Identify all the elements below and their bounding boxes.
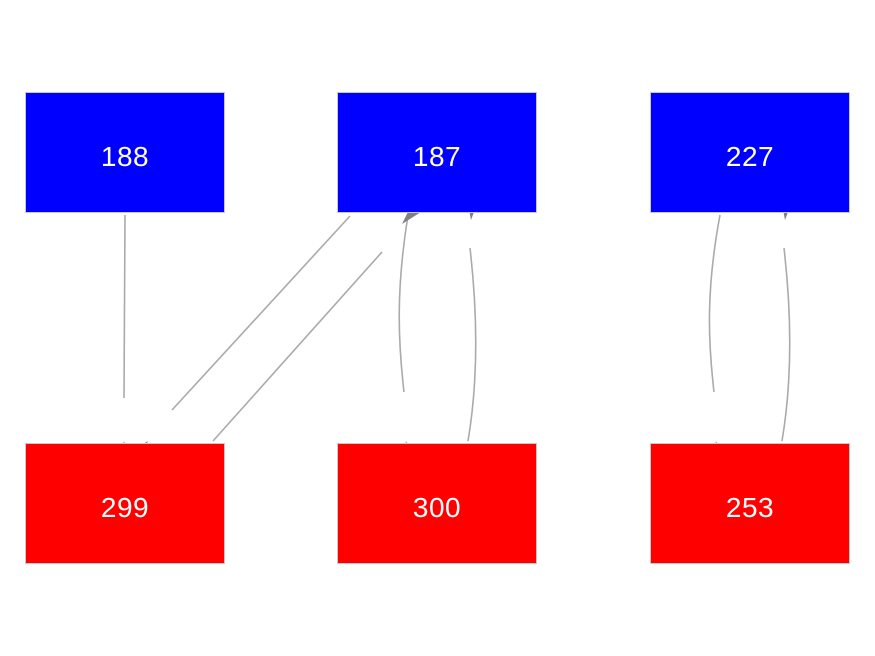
node-227[interactable]: 227 xyxy=(650,92,850,213)
edge-253-to-227 xyxy=(781,247,791,442)
node-label: 227 xyxy=(725,141,775,172)
node-label: 299 xyxy=(100,492,150,523)
edge-299-to-187 xyxy=(212,251,383,442)
edge-300-to-187 xyxy=(467,247,477,442)
edge-227-to-253 xyxy=(708,214,721,393)
node-label: 187 xyxy=(412,141,462,172)
node-187[interactable]: 187 xyxy=(337,92,537,213)
edge-187-to-299 xyxy=(171,215,351,411)
node-299[interactable]: 299 xyxy=(25,443,225,564)
edge-188-to-299 xyxy=(123,214,126,399)
node-253[interactable]: 253 xyxy=(650,443,850,564)
node-label: 253 xyxy=(725,492,775,523)
node-188[interactable]: 188 xyxy=(25,92,225,213)
node-label: 188 xyxy=(100,141,150,172)
edge-187-to-300 xyxy=(398,214,409,393)
node-300[interactable]: 300 xyxy=(337,443,537,564)
node-label: 300 xyxy=(412,492,462,523)
